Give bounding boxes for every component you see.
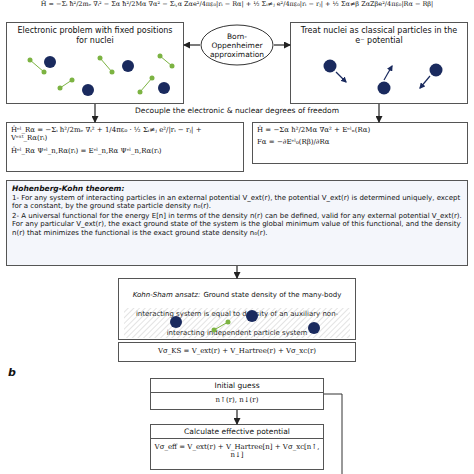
equation-box: Vσ_KS = V_ext(r) + V_Hartree(r) + Vσ_xc(… (118, 342, 356, 362)
node-heading: Hohenberg-Kohn theorem: (12, 184, 462, 193)
node-heading: Ĥ = −Σα ħ²/2Mα ∇α² + Eᵉˡₙ(Rα) (257, 126, 463, 134)
flow-arrow (378, 104, 379, 122)
theorem-box: Hohenberg-Kohn theorem:1- For any system… (6, 180, 468, 266)
equation-box: Ĥᵉˡ_Rα = −Σᵢ ħ²/2mₑ ∇ᵢ² + 1/4πε₀ · ½ Σᵢ≠… (6, 122, 244, 172)
hamiltonian-equation: Ĥ = −Σᵢ ħ²/2mₑ ∇ᵢ² − Σα ħ²/2Mα ∇α² − Σᵢ,… (4, 1, 470, 9)
node-heading: Ĥᵉˡ_Rα = −Σᵢ ħ²/2mₑ ∇ᵢ² + 1/4πε₀ · ½ Σᵢ≠… (11, 126, 239, 143)
node-heading: Electronic problem with fixed positions … (11, 26, 179, 45)
approximation-ellipse: Born-Oppenheimer approximation (200, 24, 274, 66)
scf-loop-line (324, 394, 342, 474)
ansatz-box: Kohn-Sham ansatz:Ground state density of… (118, 278, 356, 340)
node-heading: Calculate effective potential (151, 425, 323, 438)
flow-arrow (236, 410, 237, 424)
problem-box: Electronic problem with fixed positions … (6, 22, 184, 104)
node-text: Vσ_eff = V_ext(r) + V_Hartree[n] + Vσ_xc… (151, 438, 323, 464)
node-heading: Treat nuclei as classical particles in t… (295, 26, 463, 45)
node-heading: Born-Oppenheimer approximation (208, 32, 266, 59)
equation-box: Ĥ = −Σα ħ²/2Mα ∇α² + Eᵉˡₙ(Rα) Fα = −∂Eᵉˡ₀… (252, 122, 468, 164)
flow-arrow (274, 44, 290, 45)
node-heading: Initial guess (151, 379, 323, 392)
node-text: n↑(r), n↓(r) (151, 392, 323, 407)
process-box: Initial guessn↑(r), n↓(r) (150, 378, 324, 410)
node-heading: Vσ_KS = V_ext(r) + V_Hartree(r) + Vσ_xc(… (123, 347, 351, 355)
flow-arrow (236, 266, 237, 278)
node-heading: Kohn-Sham ansatz: (133, 291, 201, 299)
note-text: Decouple the electronic & nuclear degree… (120, 106, 354, 115)
process-box: Calculate effective potentialVσ_eff = V_… (150, 424, 324, 470)
problem-box: Treat nuclei as classical particles in t… (290, 22, 468, 104)
flow-arrow (184, 44, 200, 45)
flow-arrow (94, 104, 95, 122)
node-text: 1- For any system of interacting particl… (12, 194, 462, 211)
node-text: Ĥᵉˡ_Rα Ψᵉˡ_n,Rα(rᵢ) = Eᵉˡ_n,Rα Ψᵉˡ_n,Rα(… (11, 147, 239, 155)
node-text: 2- A universal functional for the energy… (12, 212, 462, 237)
node-text: Fα = −∂Eᵉˡ₀(Rβ)/∂Rα (257, 138, 463, 146)
panel-letter: b (8, 366, 28, 379)
